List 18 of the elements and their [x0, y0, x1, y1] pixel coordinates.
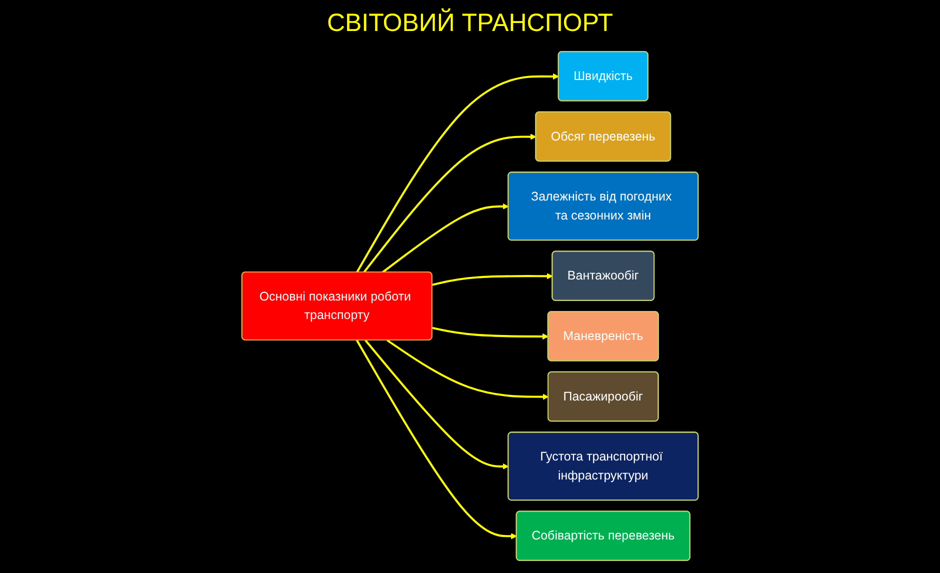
rounded-box: Пасажирообіг — [548, 371, 659, 422]
rounded-box: Залежність від погодних та сезонних змін — [508, 172, 699, 241]
arrow — [364, 340, 509, 470]
title: СВІТОВИЙ ТРАНСПОРТ — [326, 8, 614, 38]
arrow — [386, 339, 549, 400]
rounded-box: Густота транспортної інфраструктури — [508, 432, 699, 501]
rounded-box: Собівартість перевезень — [516, 510, 690, 561]
rounded-box: Основні показники роботи транспорту — [241, 272, 432, 340]
rounded-box: Вантажообіг — [552, 250, 655, 301]
arrow — [382, 203, 509, 274]
arrow — [363, 134, 536, 274]
rounded-box: Обсяг перевезень — [535, 111, 672, 162]
arrow — [432, 326, 549, 340]
rounded-box: Швидкість — [558, 51, 648, 102]
arrow — [356, 340, 517, 540]
rounded-box: Маневреність — [547, 311, 659, 362]
arrow — [432, 273, 553, 286]
arrow — [356, 73, 559, 273]
